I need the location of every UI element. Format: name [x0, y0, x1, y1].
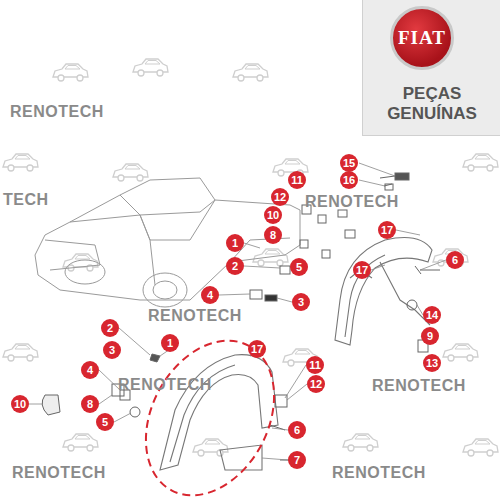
callout-number: 10 — [264, 206, 282, 224]
watermark: RENOTECH — [12, 464, 106, 482]
callout-number: 8 — [264, 226, 282, 244]
rear-wheel-arch — [335, 238, 432, 345]
callout-number: 16 — [340, 171, 358, 189]
callout-number: 10 — [11, 395, 29, 413]
callout-number: 11 — [306, 356, 324, 374]
callout-number: 1 — [226, 234, 244, 252]
watermark: RENOTECH — [148, 307, 242, 325]
callout-number: 12 — [271, 188, 289, 206]
callout-number: 15 — [340, 154, 358, 172]
callout-number: 3 — [292, 293, 310, 311]
highlight-ellipse — [120, 318, 299, 500]
leader-lines — [29, 163, 446, 460]
callout-number: 9 — [421, 327, 439, 345]
callout-number: 7 — [288, 451, 306, 469]
logo-badge: FIAT — [390, 6, 454, 70]
callout-number: 6 — [446, 251, 464, 269]
callout-number: 17 — [378, 221, 396, 239]
fasteners — [42, 173, 440, 460]
callout-number: 14 — [423, 306, 441, 324]
watermark: RENOTECH — [305, 193, 399, 211]
front-wheel-arch — [160, 355, 278, 470]
watermark: TECH — [3, 191, 49, 209]
callout-number: 4 — [201, 286, 219, 304]
callout-number: 5 — [96, 413, 114, 431]
watermark: RENOTECH — [10, 103, 104, 121]
callout-number: 17 — [248, 340, 266, 358]
callout-number: 1 — [161, 334, 179, 352]
watermark: RENOTECH — [372, 377, 466, 395]
brand-panel: PEÇAS GENUÍNAS FIAT — [362, 0, 500, 136]
callout-number: 8 — [81, 395, 99, 413]
logo-text: FIAT — [398, 27, 446, 49]
callout-number: 5 — [290, 258, 308, 276]
watermark-icons — [3, 59, 498, 456]
watermark: RENOTECH — [332, 464, 426, 482]
callout-number: 3 — [103, 341, 121, 359]
callout-number: 13 — [423, 354, 441, 372]
callout-number: 2 — [226, 257, 244, 275]
brand-slogan: PEÇAS GENUÍNAS — [373, 84, 491, 124]
callout-number: 11 — [288, 171, 306, 189]
callout-number: 2 — [101, 319, 119, 337]
callout-number: 4 — [81, 361, 99, 379]
pickup-car — [35, 178, 300, 307]
callout-number: 6 — [288, 421, 306, 439]
callout-number: 12 — [307, 375, 325, 393]
callout-number: 17 — [353, 261, 371, 279]
watermark: RENOTECH — [118, 376, 212, 394]
